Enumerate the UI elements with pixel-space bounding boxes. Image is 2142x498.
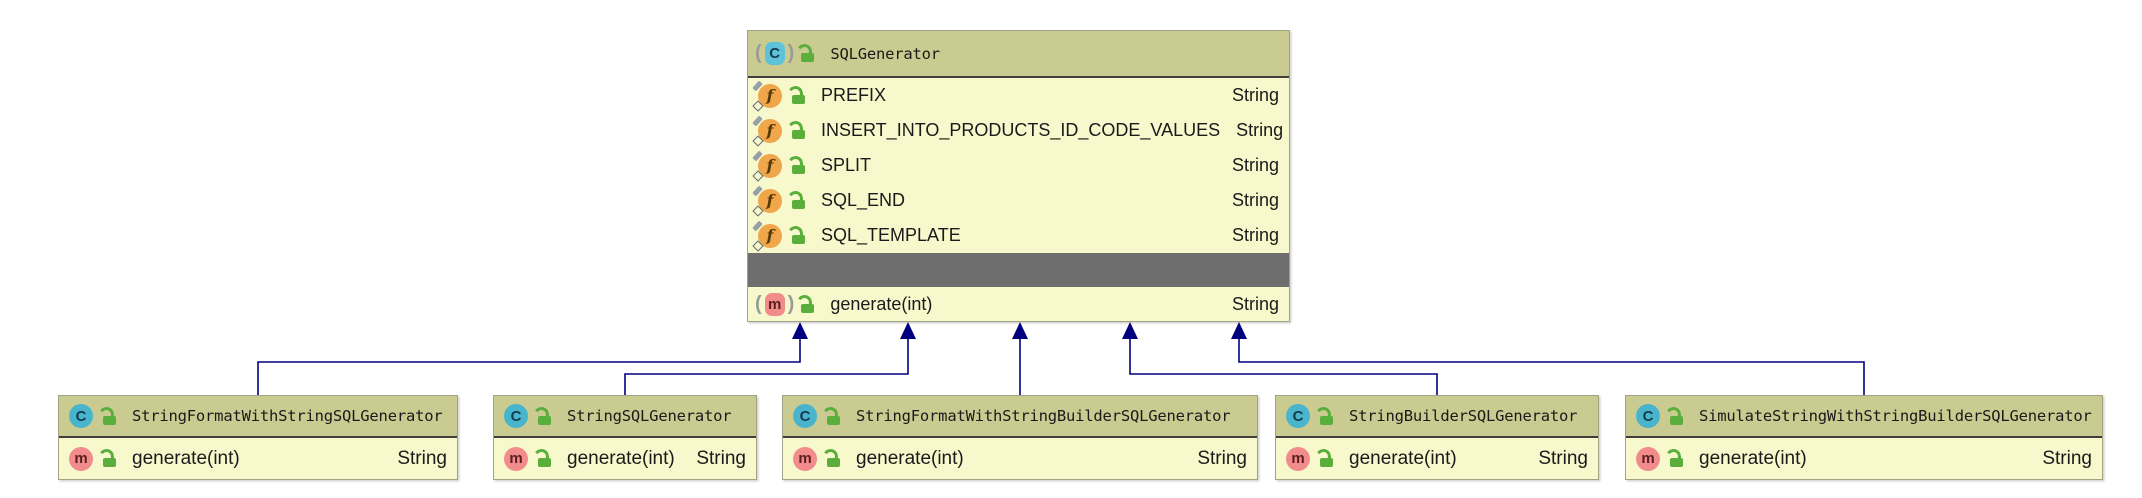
class-box-simulatestringwithstringbuildersqlgenerator[interactable]: C SimulateStringWithStringBuilderSQLGene… (1625, 395, 2103, 480)
public-visibility-icon (99, 407, 118, 426)
class-name: StringFormatWithStringSQLGenerator (132, 407, 443, 425)
method-row[interactable]: m generate(int) String (783, 438, 1257, 479)
method-return-type: String (397, 447, 447, 469)
method-name: generate(int) (132, 447, 240, 469)
inheritance-arrowhead (1122, 322, 1138, 339)
class-name: SQLGenerator (830, 44, 940, 63)
public-visibility-icon (788, 121, 807, 140)
public-visibility-icon (788, 191, 807, 210)
static-final-field-icon: f (758, 83, 782, 108)
public-visibility-icon (823, 407, 842, 426)
abstract-class-icon: C (764, 42, 785, 65)
class-name: StringSQLGenerator (567, 407, 732, 425)
field-type: String (1236, 120, 1284, 140)
method-row[interactable]: m generate(int) String (59, 438, 457, 479)
field-type: String (1231, 85, 1279, 105)
field-row[interactable]: f SQL_TEMPLATE String (748, 218, 1289, 253)
class-icon: C (1636, 404, 1660, 428)
class-header-row[interactable]: ( C ) SQLGenerator (748, 31, 1289, 78)
field-type: String (1231, 155, 1279, 175)
class-header-row[interactable]: C SimulateStringWithStringBuilderSQLGene… (1626, 396, 2102, 438)
field-name: SQL_TEMPLATE (821, 225, 961, 245)
inheritance-arrowhead (1012, 322, 1028, 339)
field-row[interactable]: f PREFIX String (748, 78, 1289, 113)
static-final-field-icon: f (758, 153, 782, 178)
public-visibility-icon (534, 407, 553, 426)
static-final-field-icon: f (758, 223, 782, 248)
class-icon: C (69, 404, 93, 428)
field-name: PREFIX (821, 85, 887, 105)
inheritance-arrowhead (900, 322, 916, 339)
abstract-marker-icon: ( (755, 42, 762, 64)
method-name: generate(int) (830, 293, 933, 314)
field-row[interactable]: f SQL_END String (748, 183, 1289, 218)
class-name: SimulateStringWithStringBuilderSQLGenera… (1699, 407, 2092, 425)
field-name: INSERT_INTO_PRODUCTS_ID_CODE_VALUES (821, 120, 1221, 140)
public-visibility-icon (1316, 407, 1335, 426)
method-icon: m (504, 446, 528, 471)
inheritance-arrowhead (792, 322, 808, 339)
method-name: generate(int) (856, 447, 964, 469)
method-name: generate(int) (1699, 447, 1807, 469)
class-box-stringsqlgenerator[interactable]: C StringSQLGenerator m generate(int) Str… (493, 395, 757, 480)
class-header-row[interactable]: C StringFormatWithStringSQLGenerator (59, 396, 457, 438)
method-icon: m (69, 446, 93, 471)
method-return-type: String (1538, 447, 1588, 469)
inheritance-edge (1129, 338, 1438, 396)
public-visibility-icon (823, 449, 842, 468)
static-final-field-icon: f (758, 118, 782, 143)
method-row[interactable]: ( m ) generate(int) String (748, 287, 1289, 321)
public-visibility-icon (788, 86, 807, 105)
method-icon: m (1636, 446, 1660, 471)
method-return-type: String (1231, 293, 1279, 314)
section-separator (748, 253, 1289, 287)
public-visibility-icon (797, 44, 816, 63)
public-visibility-icon (99, 449, 118, 468)
public-visibility-icon (788, 226, 807, 245)
class-name: StringBuilderSQLGenerator (1349, 407, 1578, 425)
class-icon: C (793, 404, 817, 428)
method-row[interactable]: m generate(int) String (1276, 438, 1598, 479)
public-visibility-icon (1316, 449, 1335, 468)
method-return-type: String (2042, 447, 2092, 469)
class-box-stringformatwithstringbuildersqlgenerator[interactable]: C StringFormatWithStringBuilderSQLGenera… (782, 395, 1258, 480)
class-box-stringformatwithstringsqlgenerator[interactable]: C StringFormatWithStringSQLGenerator m g… (58, 395, 458, 480)
public-visibility-icon (788, 156, 807, 175)
class-icon: C (1286, 404, 1310, 428)
method-icon: m (1286, 446, 1310, 471)
field-row[interactable]: f SPLIT String (748, 148, 1289, 183)
static-final-field-icon: f (758, 188, 782, 213)
public-visibility-icon (534, 449, 553, 468)
class-header-row[interactable]: C StringFormatWithStringBuilderSQLGenera… (783, 396, 1257, 438)
inheritance-arrowhead (1231, 322, 1247, 339)
class-box-stringbuildersqlgenerator[interactable]: C StringBuilderSQLGenerator m generate(i… (1275, 395, 1599, 480)
public-visibility-icon (797, 295, 816, 314)
method-return-type: String (1197, 447, 1247, 469)
class-box-sqlgenerator[interactable]: ( C ) SQLGenerator f PREFIX String f INS… (747, 30, 1290, 322)
inheritance-edge (624, 338, 909, 396)
abstract-marker-icon: ( (755, 292, 762, 315)
abstract-method-icon: m (764, 292, 785, 316)
abstract-marker-icon: ) (787, 292, 795, 315)
method-row[interactable]: m generate(int) String (1626, 438, 2102, 479)
public-visibility-icon (1666, 407, 1685, 426)
public-visibility-icon (1666, 449, 1685, 468)
class-name: StringFormatWithStringBuilderSQLGenerato… (856, 407, 1231, 425)
field-type: String (1231, 225, 1279, 245)
field-name: SQL_END (821, 190, 906, 210)
field-name: SPLIT (821, 155, 872, 175)
method-name: generate(int) (567, 447, 675, 469)
field-row[interactable]: f INSERT_INTO_PRODUCTS_ID_CODE_VALUES St… (748, 113, 1289, 148)
class-icon: C (504, 404, 528, 428)
inheritance-edge (257, 338, 801, 396)
method-row[interactable]: m generate(int) String (494, 438, 756, 479)
method-return-type: String (696, 447, 746, 469)
inheritance-edge (1238, 338, 1865, 396)
abstract-marker-icon: ) (787, 42, 795, 64)
method-icon: m (793, 446, 817, 471)
class-header-row[interactable]: C StringBuilderSQLGenerator (1276, 396, 1598, 438)
method-name: generate(int) (1349, 447, 1457, 469)
field-type: String (1231, 190, 1279, 210)
class-header-row[interactable]: C StringSQLGenerator (494, 396, 756, 438)
